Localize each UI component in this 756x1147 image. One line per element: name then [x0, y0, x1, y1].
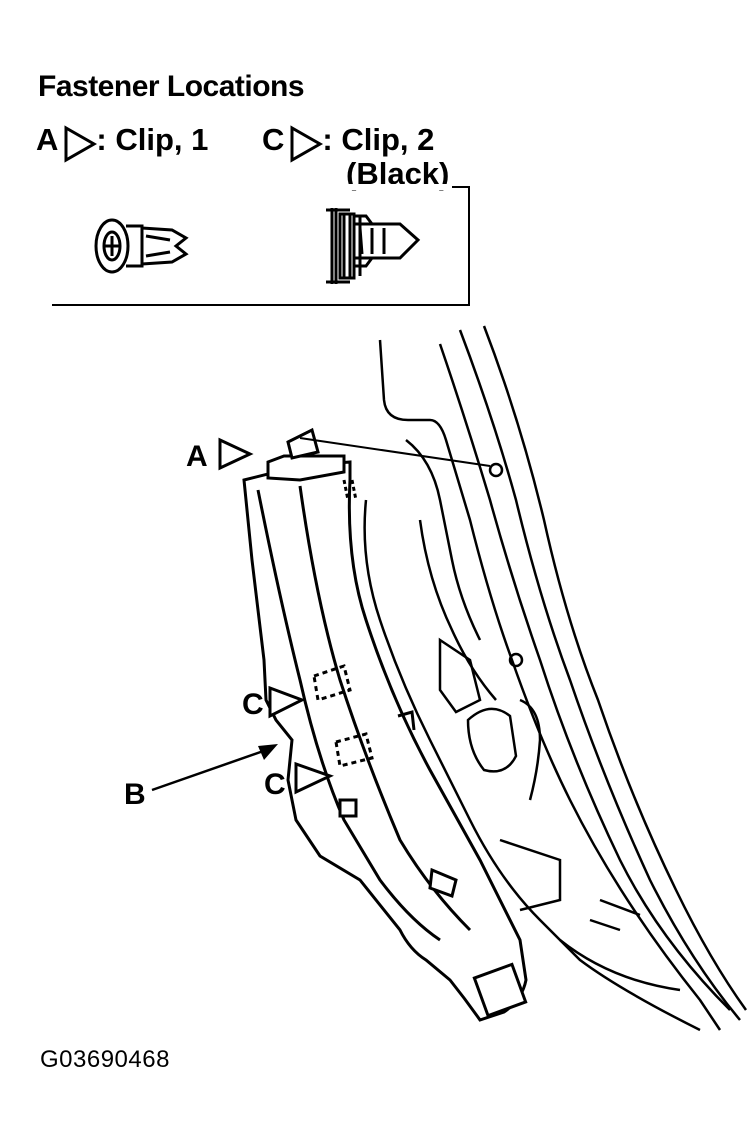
callout-b-label: B [124, 778, 146, 811]
legend-a-triangle-slot [62, 124, 92, 156]
clip-a-leader-line [299, 437, 491, 467]
legend-box-gap [52, 184, 452, 190]
callout-b-arrowhead [258, 744, 278, 760]
legend-box [52, 186, 470, 306]
callout-c-lower-triangle [294, 761, 334, 795]
callout-c-upper-label: C [242, 688, 264, 721]
legend-a-triangle [64, 125, 98, 163]
callout-c-upper-triangle [268, 685, 306, 719]
legend-a-letter: A [36, 122, 59, 157]
callout-a-label: A [186, 440, 208, 473]
body-panel-lines [363, 325, 748, 1032]
trim-panel-b [242, 427, 528, 1022]
legend-c-text: : Clip, 2 [322, 122, 435, 157]
legend-c-triangle [290, 125, 324, 163]
callout-b-arrow [151, 746, 273, 792]
callout-c-lower-label: C [264, 768, 286, 801]
legend-a-text: : Clip, 1 [96, 122, 209, 157]
legend-c-letter: C [262, 122, 285, 157]
page-title: Fastener Locations [38, 70, 305, 103]
legend-clip-1: A : Clip, 1 [36, 122, 208, 158]
legend-c-triangle-slot [288, 124, 318, 156]
legend-clip-2: C : Clip, 2 [262, 122, 434, 158]
figure-code: G03690468 [40, 1046, 170, 1073]
clip-2-illustration [326, 208, 421, 284]
callout-a-triangle [218, 437, 254, 471]
clip-1-illustration [94, 218, 189, 274]
